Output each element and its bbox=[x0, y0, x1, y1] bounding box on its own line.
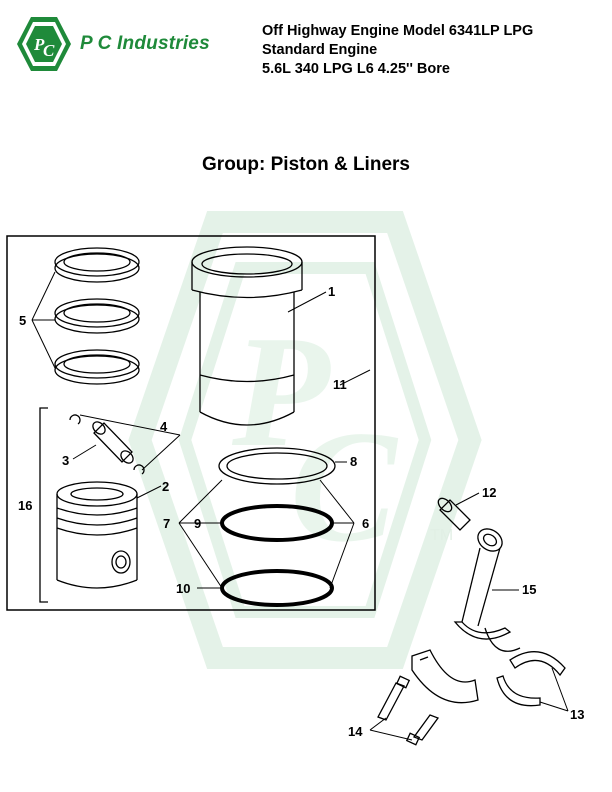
callout-10: 10 bbox=[176, 581, 190, 596]
callout-11: 11 bbox=[333, 377, 347, 392]
cylinder-liner bbox=[191, 246, 303, 426]
bearing-shells bbox=[496, 651, 566, 707]
watermark: P C TM bbox=[128, 211, 482, 669]
callout-5: 5 bbox=[19, 313, 26, 328]
callout-15: 15 bbox=[522, 582, 536, 597]
liner-flange-seal bbox=[218, 447, 336, 485]
piston-pin-and-retainers bbox=[69, 414, 145, 475]
brand-name: P C Industries bbox=[80, 33, 210, 54]
svg-text:C: C bbox=[290, 397, 399, 575]
callout-13: 13 bbox=[570, 707, 584, 722]
svg-text:P: P bbox=[33, 35, 45, 54]
callout-6: 6 bbox=[362, 516, 369, 531]
engine-header: Off Highway Engine Model 6341LP LPG Stan… bbox=[262, 22, 533, 79]
callout-1: 1 bbox=[328, 284, 335, 299]
header-line-type: Standard Engine bbox=[262, 42, 378, 58]
callout-16: 16 bbox=[18, 498, 32, 513]
svg-text:TM: TM bbox=[430, 527, 453, 544]
pc-industries-logo: P C bbox=[17, 17, 71, 71]
callout-8: 8 bbox=[350, 454, 357, 469]
parts-frame bbox=[6, 235, 376, 611]
callout-14: 14 bbox=[348, 724, 363, 739]
rod-cap bbox=[411, 649, 479, 704]
callout-3: 3 bbox=[62, 453, 69, 468]
piston bbox=[56, 481, 138, 589]
callout-9: 9 bbox=[194, 516, 201, 531]
leader-lines bbox=[31, 271, 569, 741]
callout-2: 2 bbox=[162, 479, 169, 494]
callout-12: 12 bbox=[482, 485, 496, 500]
header-line-spec: 5.6L 340 LPG L6 4.25'' Bore bbox=[262, 61, 450, 77]
svg-text:C: C bbox=[43, 41, 55, 60]
callout-4: 4 bbox=[160, 419, 168, 434]
connecting-rod bbox=[453, 528, 521, 652]
header-line-model: Off Highway Engine Model 6341LP LPG bbox=[262, 23, 534, 39]
page-title: Group: Piston & Liners bbox=[202, 154, 410, 175]
piston-rings bbox=[54, 247, 140, 385]
rod-bushing bbox=[437, 497, 471, 531]
rod-bolts bbox=[377, 675, 440, 746]
callout-7: 7 bbox=[163, 516, 170, 531]
